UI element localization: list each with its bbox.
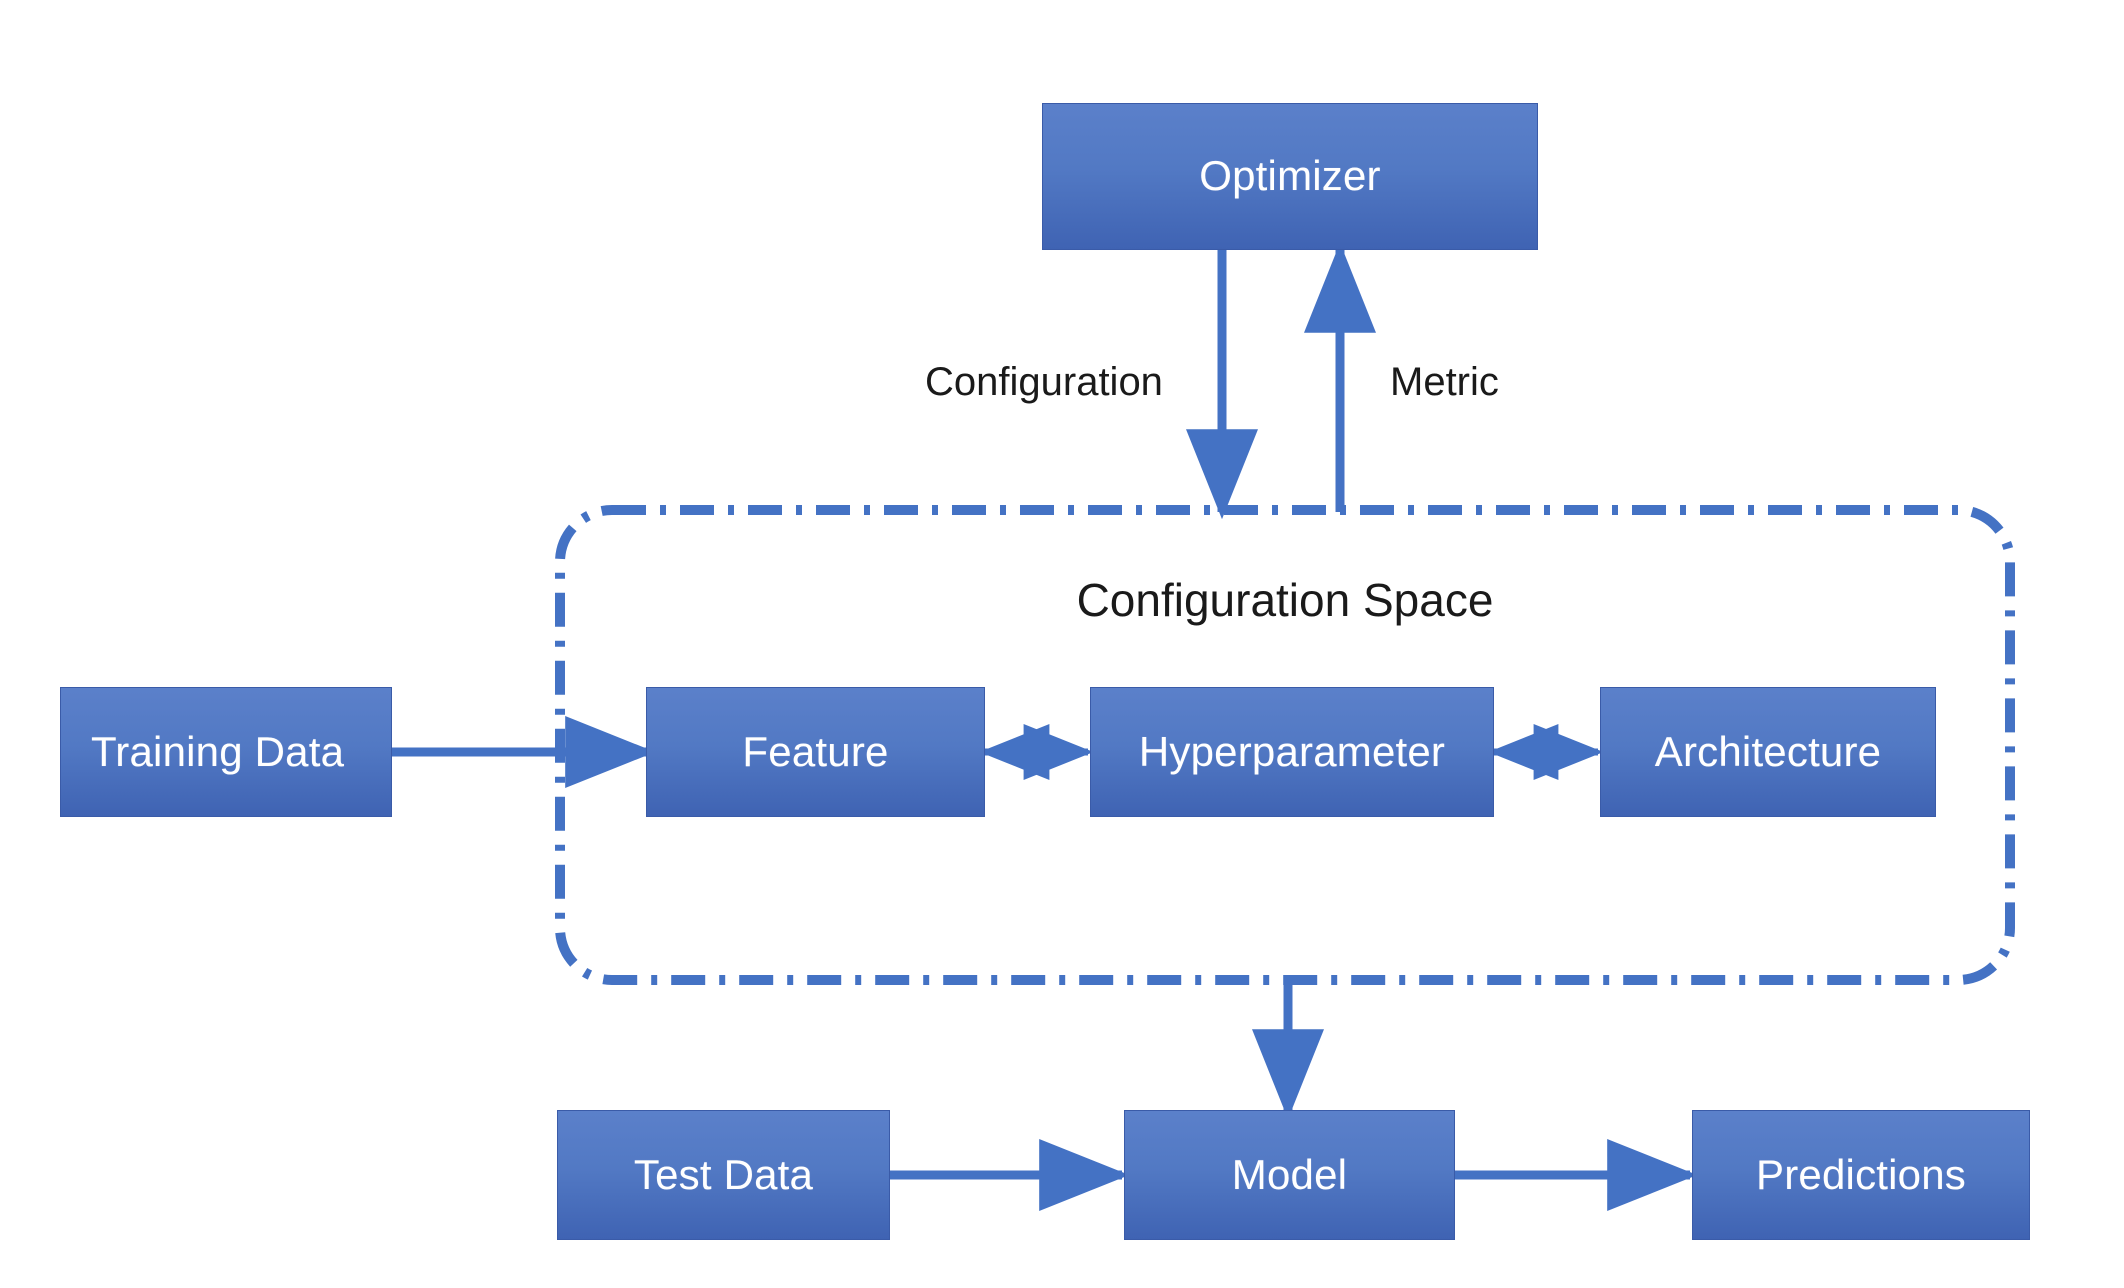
node-architecture[interactable]: Architecture [1600, 687, 1936, 817]
node-hyperparameter[interactable]: Hyperparameter [1090, 687, 1494, 817]
edge-label-configuration: Configuration [925, 360, 1163, 404]
configuration-space-title: Configuration Space [1076, 574, 1494, 626]
node-model[interactable]: Model [1124, 1110, 1455, 1240]
node-optimizer[interactable]: Optimizer [1042, 103, 1538, 250]
configuration-space-border [555, 505, 2015, 985]
edge-label-metric: Metric [1390, 360, 1499, 404]
configuration-space-group: Configuration Space [555, 505, 2015, 985]
node-test-data[interactable]: Test Data [557, 1110, 890, 1240]
node-training-data[interactable]: Training Data [60, 687, 392, 817]
node-feature[interactable]: Feature [646, 687, 985, 817]
node-predictions[interactable]: Predictions [1692, 1110, 2030, 1240]
